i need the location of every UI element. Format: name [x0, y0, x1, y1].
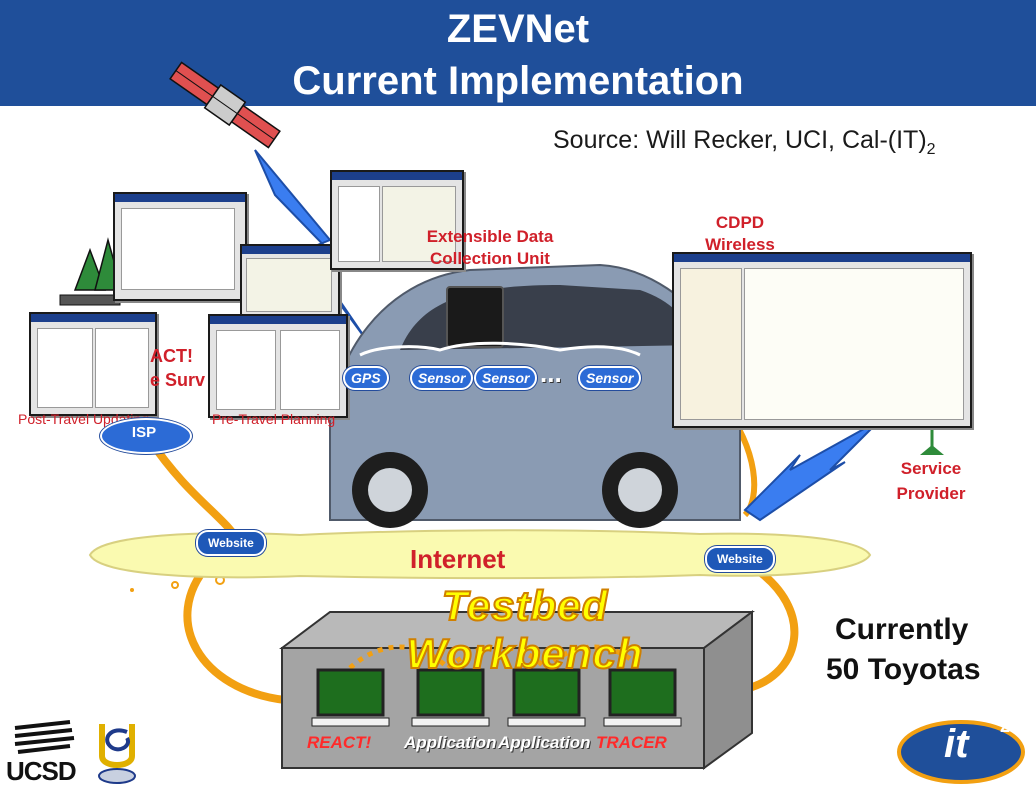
wireless-bolt — [743, 419, 881, 522]
workbench-left-link — [183, 562, 286, 704]
internet-label: Internet — [410, 544, 506, 574]
sensor-2: Sensor — [474, 366, 538, 390]
page-title: ZEVNet — [446, 7, 590, 51]
testbed-workbench-label: Testbed Workbench — [406, 581, 644, 678]
data-collection-unit — [446, 286, 504, 348]
it2-logo-icon — [897, 720, 1025, 784]
satellite-icon — [169, 61, 281, 149]
workbench-application-1-label: Application — [404, 733, 497, 752]
title-bar — [0, 0, 1036, 106]
toyotas-count-label: 50 Toyotas — [826, 653, 981, 686]
page-subtitle: Current Implementation — [292, 59, 744, 103]
workbench-application-2-label: Application — [498, 733, 591, 752]
sensor-ellipsis: ... — [540, 358, 562, 388]
isp-node — [100, 418, 192, 454]
website-right: Website — [705, 546, 775, 572]
car-illustration — [329, 263, 741, 528]
uci-anteater-logo-icon — [98, 724, 136, 784]
isp-label: ISP — [131, 424, 157, 441]
ucsd-logo-text: UCSD — [6, 756, 77, 786]
map-window-small — [240, 244, 340, 318]
sensor-gps: GPS — [343, 366, 389, 390]
sensor-1: Sensor — [410, 366, 474, 390]
cdpd-wireless-label: CDPD Wireless — [705, 213, 775, 254]
service-provider-label: Service Provider — [896, 459, 966, 503]
workbench-react-label: REACT! — [307, 733, 372, 752]
ucsd-emblem-icon — [14, 720, 75, 754]
currently-label: Currently — [835, 613, 969, 646]
internet-cloud — [88, 529, 872, 580]
survey-window — [113, 192, 247, 301]
workbench-right-link — [739, 561, 799, 694]
react-survey-label: ACT! e Surv — [150, 346, 206, 390]
it-logo-text: it — [944, 722, 969, 766]
website-left: Website — [196, 530, 266, 556]
sensor-3: Sensor — [578, 366, 642, 390]
tracer-map-window — [672, 252, 972, 428]
source-credit: Source: Will Recker, UCI, Cal-(IT)2 — [553, 126, 936, 158]
extensible-data-label: Extensible Data Collection Unit — [426, 227, 554, 268]
pre-travel-window — [208, 314, 348, 418]
workbench-monitors — [311, 668, 682, 727]
post-travel-window — [29, 312, 157, 416]
activity-diary-window — [330, 170, 464, 270]
pre-travel-label: Pre-Travel Planning — [212, 411, 336, 427]
workbench-tracer-label: TRACER — [596, 733, 667, 752]
it-logo-superscript: 2 — [1000, 716, 1011, 736]
